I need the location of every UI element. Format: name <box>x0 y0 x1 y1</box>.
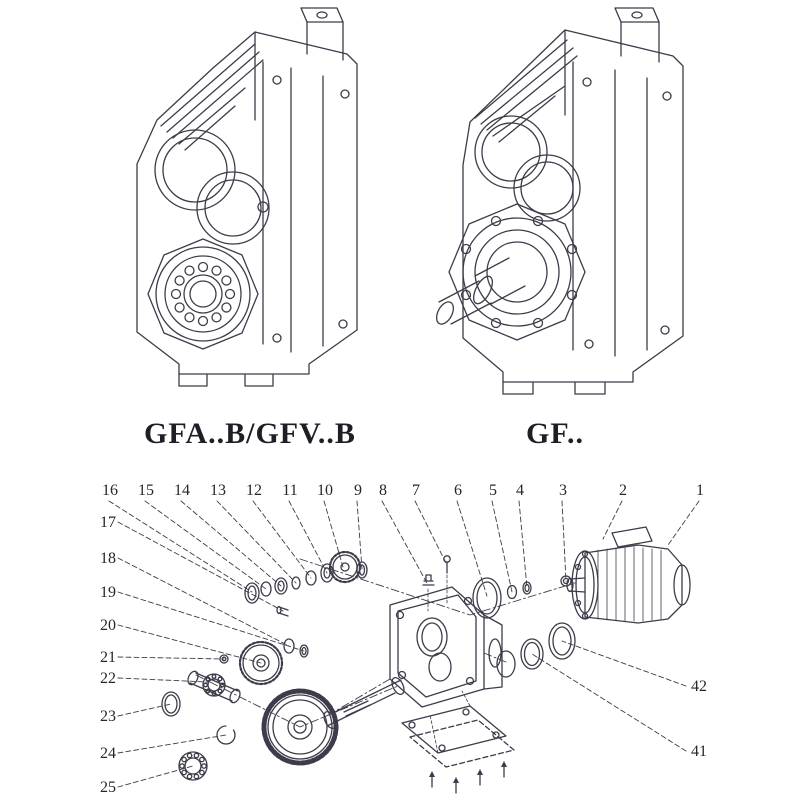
part-callout-16: 16 <box>102 482 118 499</box>
gear-housing <box>389 586 503 708</box>
part-callout-2: 2 <box>619 482 627 499</box>
exploded-view-drawing <box>108 500 700 794</box>
flange-face <box>272 67 350 353</box>
part-callout-22: 22 <box>100 670 116 687</box>
part-callout-3: 3 <box>559 482 567 499</box>
gearbox-figure-gfab <box>136 7 358 387</box>
cover-bolt-arrows <box>429 761 507 794</box>
part-callout-25: 25 <box>100 779 116 796</box>
part-callout-6: 6 <box>454 482 462 499</box>
input-gear-set <box>305 550 368 586</box>
bore-circles <box>154 129 270 245</box>
part-callout-1: 1 <box>696 482 704 499</box>
part-callout-42: 42 <box>691 678 707 695</box>
part-callout-12: 12 <box>246 482 262 499</box>
part-callout-15: 15 <box>138 482 154 499</box>
motor <box>566 526 691 624</box>
model-label-left: GFA..B/GFV..B <box>144 417 356 450</box>
housing-screw <box>443 555 451 604</box>
cover-plate <box>401 690 515 768</box>
side-face <box>582 69 672 357</box>
part-callout-8: 8 <box>379 482 387 499</box>
input-shaft-assembly <box>187 670 241 704</box>
shim-rings <box>496 622 576 678</box>
model-label-right: GF.. <box>526 417 584 450</box>
part-callout-17: 17 <box>100 514 116 531</box>
part-callout-24: 24 <box>100 745 116 762</box>
part-callout-21: 21 <box>100 649 116 666</box>
housing-outline <box>462 7 684 383</box>
part-callout-10: 10 <box>317 482 333 499</box>
part-callout-23: 23 <box>100 708 116 725</box>
feet <box>178 373 274 387</box>
cooling-ribs <box>474 39 578 143</box>
seal-circlip-bearing <box>161 691 236 781</box>
motor-flange-parts <box>472 575 572 619</box>
part-callout-41: 41 <box>691 743 707 760</box>
output-shaft <box>435 257 526 325</box>
part-callout-9: 9 <box>354 482 362 499</box>
feet <box>502 381 606 395</box>
seal-and-circlip-parts <box>244 576 301 604</box>
bore-circles <box>474 115 581 222</box>
intermediate-gear <box>219 640 284 686</box>
output-gear <box>261 688 339 766</box>
part-callout-5: 5 <box>489 482 497 499</box>
output-bearing <box>147 238 259 350</box>
housing-outline <box>136 7 358 375</box>
key-and-rings <box>276 605 309 658</box>
cooling-ribs <box>160 43 264 151</box>
leader-lines <box>108 500 700 788</box>
part-callout-4: 4 <box>516 482 524 499</box>
part-callout-7: 7 <box>412 482 420 499</box>
part-callout-11: 11 <box>282 482 298 499</box>
gearbox-figure-gf <box>435 7 684 395</box>
part-callout-18: 18 <box>100 550 116 567</box>
part-callout-14: 14 <box>174 482 190 499</box>
part-callout-19: 19 <box>100 584 116 601</box>
output-shaft <box>323 676 405 730</box>
part-callout-20: 20 <box>100 617 116 634</box>
part-callout-13: 13 <box>210 482 226 499</box>
breather-plug <box>422 574 435 612</box>
output-flange <box>448 203 586 341</box>
